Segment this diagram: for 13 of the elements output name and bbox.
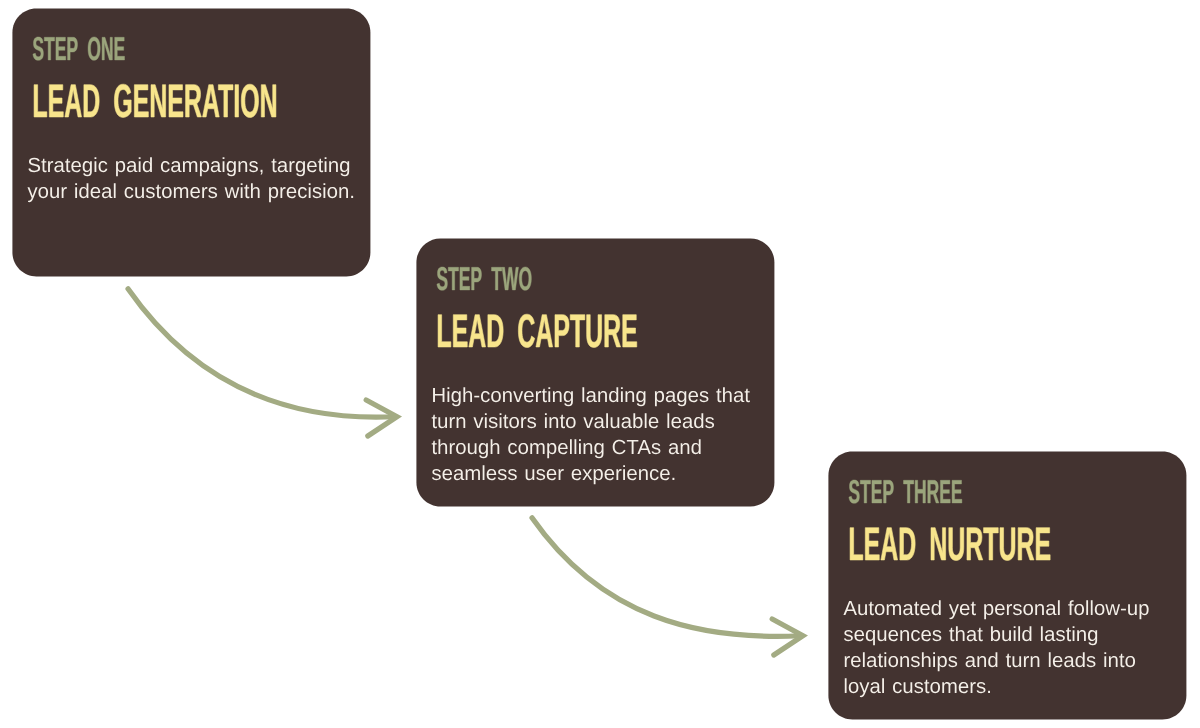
step-card [828, 451, 1187, 720]
curved-arrow [529, 515, 808, 658]
step-title: LEAD NURTURE [849, 527, 1051, 561]
step-card [416, 238, 775, 507]
step-label: STEP ONE [32, 36, 125, 61]
step-description: High-converting landing pages that turn visitors into valuable leads through compelling CTAs and seamless user experience. [431, 387, 750, 485]
step-card [12, 8, 371, 277]
step-label: STEP TWO [436, 266, 532, 291]
step-label: STEP THREE [848, 479, 962, 504]
step-description: Automated yet personal follow-up sequences that build lasting relationships and turn leads into loyal customers. [843, 600, 1149, 698]
step-description: Strategic paid campaigns, targeting your ideal customers with precision. [27, 157, 354, 203]
curved-arrow [125, 286, 402, 439]
step-title: LEAD CAPTURE [437, 314, 637, 348]
